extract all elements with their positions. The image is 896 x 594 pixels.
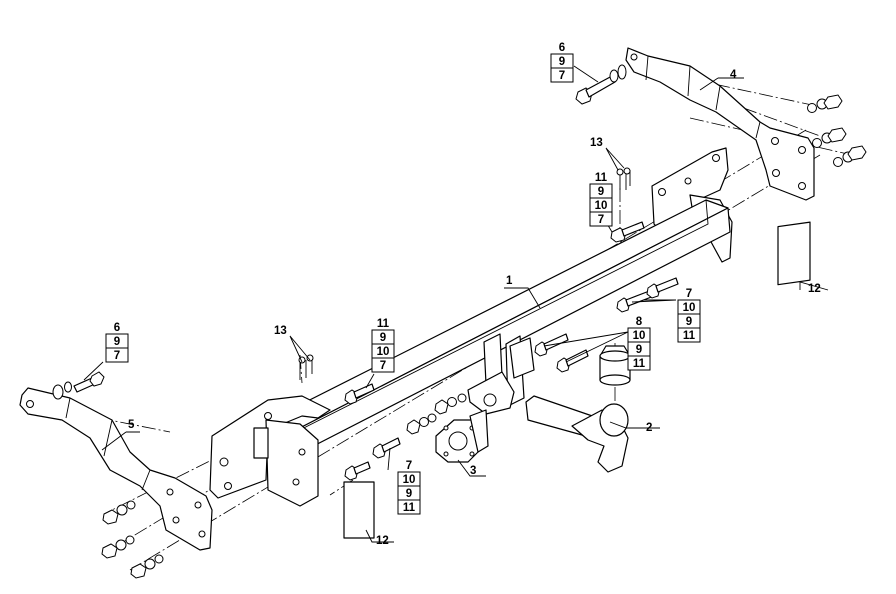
callout-number: 6 [114,322,120,334]
right-side-bracket [625,47,815,201]
callout-number: 7 [686,288,692,300]
callout-number: 7 [114,350,120,362]
callout-box [627,355,651,371]
callout-number: 11 [683,330,696,342]
callout-number: 9 [686,316,692,328]
callout-number: 9 [636,344,642,356]
left-side-bracket [19,387,213,551]
callout-number: 11 [377,318,390,330]
callout-right-bracket: 4 [730,69,737,81]
callout-number: 7 [380,360,386,372]
callout-left-bracket: 5 [128,419,135,431]
top-clip-pins [616,167,631,190]
callout-number: 9 [559,56,565,68]
right-bracket-nuts [807,94,867,167]
callout-box [105,347,129,363]
left-sticker [343,481,375,539]
main-crossbar [209,147,733,507]
upper-mid-bolt [610,221,645,243]
callout-number: 9 [114,336,120,348]
callout-clip-left: 13 [274,325,287,337]
callout-main-bar: 1 [506,275,513,287]
callout-socket-plate: 3 [470,465,476,477]
callout-number: 9 [380,332,386,344]
callout-number: 6 [559,42,565,54]
right-sticker [777,221,811,286]
callout-number: 10 [683,302,696,314]
callout-sticker-right: 12 [808,283,821,295]
callout-number: 10 [633,330,646,342]
callout-box [677,327,701,343]
callout-number: 10 [377,346,390,358]
center-nuts [406,393,467,435]
callout-clip-top: 13 [590,137,603,149]
callout-stack-right-mid: 7 10 9 11 [677,288,701,343]
callout-stack-center-left: 11 9 10 7 [371,318,395,373]
left-bracket-nuts [101,500,164,579]
callout-stack-upper-mid: 11 9 10 7 [589,172,613,227]
left-bolt-assembly [52,371,105,400]
lower-center-bolts [344,437,401,481]
callout-number: 9 [406,488,412,500]
callout-number: 11 [595,172,608,184]
callout-number: 9 [598,186,604,198]
callout-box [589,211,613,227]
callout-number: 7 [559,70,565,82]
callout-number: 10 [595,200,608,212]
callout-number: 10 [403,474,416,486]
top-left-bolt-assembly [575,64,627,105]
right-mid-bolts [616,277,679,313]
callout-stack-lower-center: 7 10 9 11 [397,460,421,515]
callout-box [397,499,421,515]
left-clip-pins [298,354,314,380]
callout-stack-ball-bolts: 8 10 9 11 [627,316,651,371]
callout-ball: 2 [646,422,652,434]
callout-stacks: 6 9 7 6 9 7 11 9 10 7 11 9 10 7 7 10 9 11 7 10 9 11 8 10 9 11 [105,42,701,515]
callout-box [550,67,574,83]
callout-stack-left-bolt: 6 9 7 [105,322,129,363]
electric-socket-plate [435,409,489,463]
callout-number: 8 [636,316,643,328]
center-left-bolt [344,383,375,405]
callout-number: 11 [633,358,646,370]
callout-box [371,357,395,373]
leader-lines [83,65,829,543]
callout-number: 7 [598,214,604,226]
callout-sticker-left: 12 [376,535,389,547]
callout-number: 7 [406,460,412,472]
tow-ball-assembly [525,345,631,473]
callout-stack-top-left-bolt: 6 9 7 [550,42,574,83]
callout-number: 11 [403,502,416,514]
